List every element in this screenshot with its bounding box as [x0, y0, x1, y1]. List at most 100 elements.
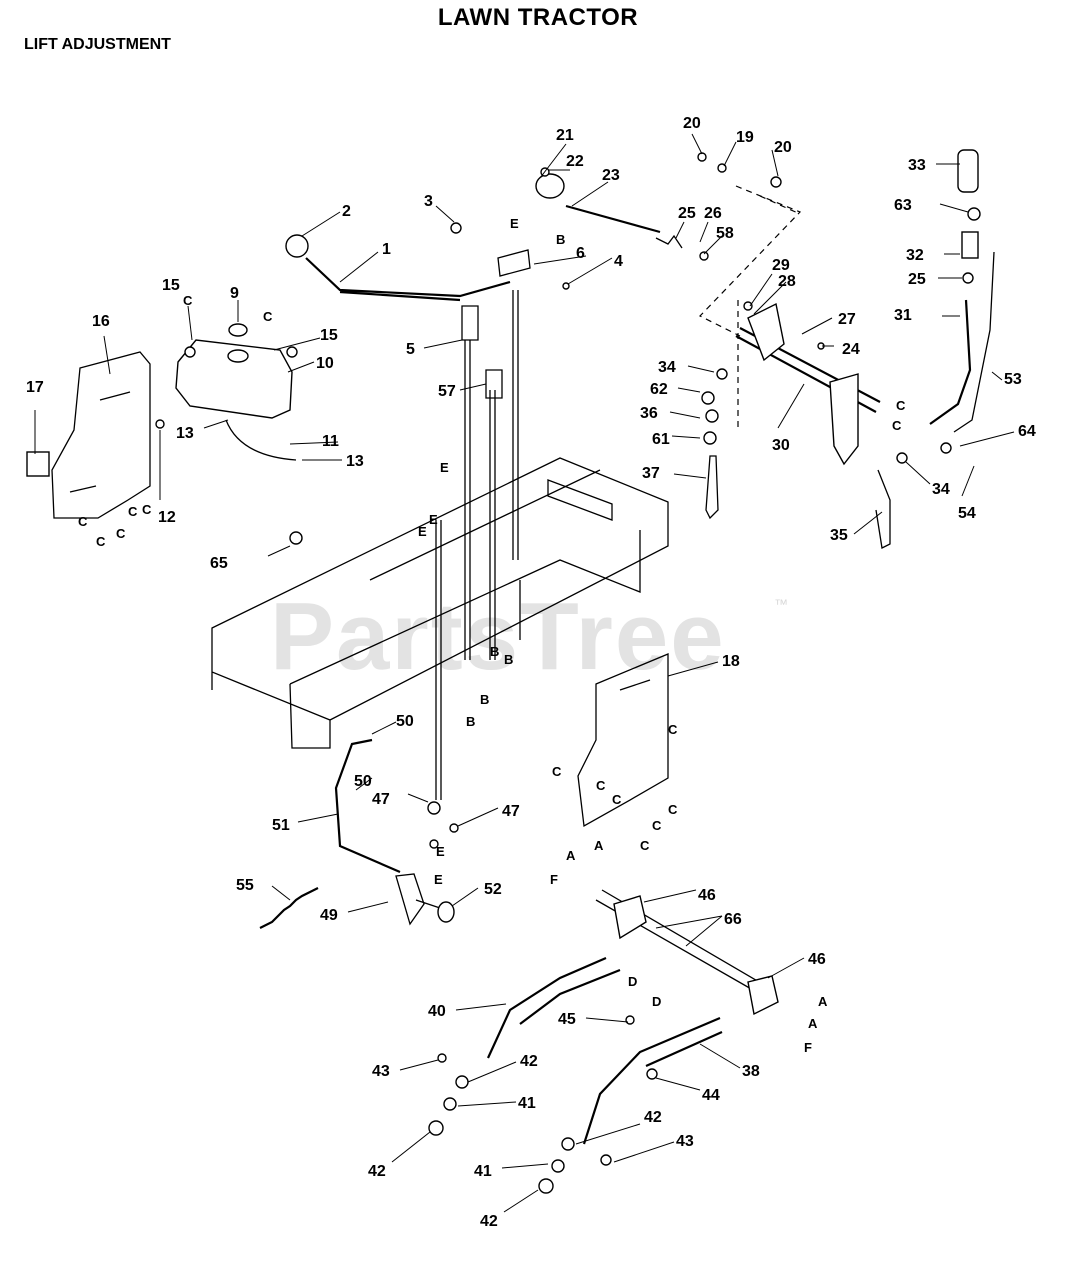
ref-letter: A: [594, 838, 604, 853]
right-side-panel: [577, 653, 669, 828]
link-rod-part: [334, 738, 401, 874]
callout-label: 52: [484, 881, 502, 898]
callout-label: 50: [396, 713, 414, 730]
callout-label: 41: [474, 1163, 492, 1180]
ref-letter: C: [668, 722, 678, 737]
ref-letter: C: [128, 504, 138, 519]
ref-letter: F: [550, 872, 558, 887]
ref-letter: D: [628, 974, 637, 989]
callout-label: 53: [1004, 371, 1022, 388]
callout-label: 6: [576, 245, 585, 262]
ref-letter: A: [566, 848, 576, 863]
bracket-27-part: [747, 302, 785, 362]
hardware-parts: [155, 152, 981, 1194]
ref-letter: E: [418, 524, 427, 539]
callout-label: 15: [320, 327, 338, 344]
arm-30-part: [829, 373, 859, 466]
ref-letter: C: [96, 534, 106, 549]
callout-label: 43: [676, 1133, 694, 1150]
callout-label: 2: [342, 203, 351, 220]
ref-letter: C: [116, 526, 126, 541]
callout-label: 9: [230, 285, 239, 302]
sleeve-32-part: [961, 231, 979, 259]
ref-letter: C: [892, 418, 902, 433]
rod-23-part: [565, 204, 661, 234]
callout-label: 37: [642, 465, 660, 482]
ref-letter: C: [183, 293, 193, 308]
callout-label: 50: [354, 773, 372, 790]
pedal-rod-31: [929, 299, 972, 425]
left-side-panel: [51, 351, 151, 519]
callout-label: 4: [614, 253, 623, 270]
fuel-line-part: [225, 419, 297, 461]
washer-part: [437, 901, 455, 923]
ref-letter: C: [142, 502, 152, 517]
reference-letters: C C C C C C C C C C C C C C C C E E E E …: [78, 216, 906, 1055]
callout-label: 1: [382, 241, 391, 258]
ref-letter: F: [804, 1040, 812, 1055]
fuel-tank-part: [175, 339, 293, 419]
callout-label: 41: [518, 1095, 536, 1112]
callout-label: 47: [502, 803, 520, 820]
part-21: [535, 173, 565, 199]
callout-label: 42: [480, 1213, 498, 1230]
lift-arm-right: [582, 1016, 723, 1145]
callout-label: 22: [566, 153, 584, 170]
ref-letter: C: [78, 514, 88, 529]
callout-label: 12: [158, 509, 176, 526]
callout-label: 5: [406, 341, 415, 358]
lift-lever: [305, 257, 511, 302]
knob-part: [285, 234, 309, 258]
callout-label: 63: [894, 197, 912, 214]
callout-label: 19: [736, 129, 754, 146]
callout-label: 34: [932, 481, 950, 498]
callout-label: 21: [556, 127, 574, 144]
callout-label: 16: [92, 313, 110, 330]
callout-label: 32: [906, 247, 924, 264]
ref-letter: C: [596, 778, 606, 793]
ref-letter: A: [818, 994, 828, 1009]
ref-letter: C: [668, 802, 678, 817]
lift-arm-left: [487, 956, 621, 1059]
ref-letter: B: [490, 644, 499, 659]
tank-cap-part: [227, 349, 249, 363]
callout-label: 44: [702, 1087, 720, 1104]
ref-letter: B: [480, 692, 489, 707]
callout-label: 45: [558, 1011, 576, 1028]
callout-label: 27: [838, 311, 856, 328]
callout-label: 35: [830, 527, 848, 544]
panel-plate-part: [26, 451, 50, 477]
ref-letter: B: [466, 714, 475, 729]
ref-letter: B: [556, 232, 565, 247]
lift-link-part: [395, 873, 441, 926]
ref-letter: E: [429, 512, 438, 527]
callout-label: 29: [772, 257, 790, 274]
watermark-trademark: ™: [774, 596, 788, 612]
ref-letter: C: [652, 818, 662, 833]
ref-letter: C: [552, 764, 562, 779]
diagram-subtitle: LIFT ADJUSTMENT: [24, 36, 171, 53]
callout-label: 43: [372, 1063, 390, 1080]
spring-part: [259, 887, 319, 929]
callout-label: 23: [602, 167, 620, 184]
callout-label: 47: [372, 791, 390, 808]
frame-chassis: [211, 457, 669, 749]
callout-label: 66: [724, 911, 742, 928]
callout-label: 28: [778, 273, 796, 290]
callout-label: 62: [650, 381, 668, 398]
shaft-plate-left: [613, 895, 647, 940]
callout-label: 30: [772, 437, 790, 454]
callout-label: 13: [346, 453, 364, 470]
callout-label: 3: [424, 193, 433, 210]
callout-label: 51: [272, 817, 290, 834]
callout-label: 25: [678, 205, 696, 222]
ref-letter: E: [436, 844, 445, 859]
lever-bracket: [461, 249, 531, 399]
parts-artwork: [26, 149, 995, 1194]
grip-33-part: [957, 149, 979, 193]
link-35-part: [875, 469, 891, 549]
callout-label: 42: [368, 1163, 386, 1180]
callout-label: 55: [236, 877, 254, 894]
link-37-part: [705, 455, 719, 520]
